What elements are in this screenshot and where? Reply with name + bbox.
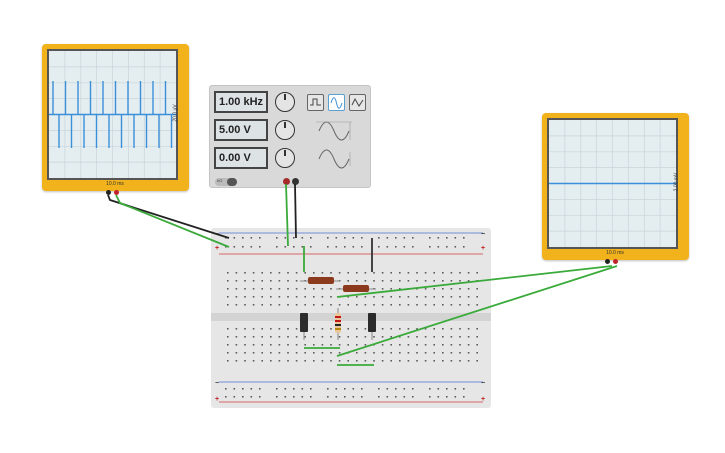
power-switch-label: I/O bbox=[217, 178, 223, 183]
power-switch[interactable]: I/O bbox=[215, 178, 237, 186]
sine-wave-button[interactable] bbox=[328, 94, 345, 111]
function-generator[interactable]: 1.00 kHz 5.00 V 0.00 V I/O bbox=[209, 85, 371, 188]
offset-display[interactable]: 0.00 V bbox=[214, 147, 268, 169]
probe-right-red[interactable] bbox=[613, 259, 618, 264]
triangle-wave-icon bbox=[351, 97, 364, 107]
probe-left-red[interactable] bbox=[114, 190, 119, 195]
resistor-upper[interactable] bbox=[300, 277, 340, 284]
oscilloscope-right-trace bbox=[549, 120, 676, 247]
rail-minus-top-right: − bbox=[481, 231, 486, 238]
offset-diagram-icon bbox=[318, 149, 351, 169]
square-wave-icon bbox=[310, 98, 321, 106]
oscilloscope-right-screen bbox=[547, 118, 678, 249]
triangle-wave-button[interactable] bbox=[349, 94, 366, 111]
oscilloscope-left[interactable]: 10.0 ms 20.0 µV bbox=[42, 44, 189, 191]
sine-wave-icon bbox=[330, 97, 343, 109]
output-terminal-black[interactable] bbox=[292, 178, 299, 185]
wire-scope-left-green bbox=[115, 194, 230, 248]
oscilloscope-right[interactable]: 10.0 ms 2.00 mV bbox=[542, 113, 689, 260]
rail-plus-top-left: + bbox=[215, 245, 220, 252]
frequency-knob[interactable] bbox=[275, 92, 295, 112]
rail-plus-bottom-left: + bbox=[215, 396, 220, 403]
oscilloscope-right-x-label: 10.0 ms bbox=[606, 250, 624, 256]
wire-scope-left-black bbox=[107, 194, 230, 239]
output-terminal-red[interactable] bbox=[283, 178, 290, 185]
amplitude-knob[interactable] bbox=[275, 120, 295, 140]
wire-fg-green bbox=[285, 183, 289, 247]
rail-plus-bottom-right: + bbox=[481, 396, 486, 403]
resistor-lower[interactable] bbox=[336, 285, 376, 292]
wire-scope-right-upper bbox=[336, 265, 613, 298]
capacitor-left[interactable] bbox=[300, 313, 308, 340]
breadboard-holes bbox=[211, 232, 491, 403]
amplitude-diagram-icon bbox=[316, 121, 352, 141]
oscilloscope-left-screen bbox=[47, 49, 178, 180]
square-wave-button[interactable] bbox=[307, 94, 324, 111]
wire-fg-black bbox=[294, 183, 297, 239]
amplitude-display[interactable]: 5.00 V bbox=[214, 119, 268, 141]
capacitor-right[interactable] bbox=[368, 313, 376, 340]
rail-minus-bottom-left: − bbox=[215, 380, 220, 387]
frequency-display[interactable]: 1.00 kHz bbox=[214, 91, 268, 113]
resistor-vertical[interactable] bbox=[335, 308, 341, 340]
rail-plus-top-right: + bbox=[481, 245, 486, 252]
offset-knob[interactable] bbox=[275, 148, 295, 168]
probe-right-black[interactable] bbox=[605, 259, 610, 264]
probe-left-black[interactable] bbox=[106, 190, 111, 195]
oscilloscope-left-x-label: 10.0 ms bbox=[106, 181, 124, 187]
wire-scope-right-lower bbox=[336, 265, 618, 357]
oscilloscope-left-trace bbox=[49, 51, 176, 178]
breadboard[interactable]: − + − + − + − + bbox=[211, 228, 491, 408]
rail-minus-bottom-right: − bbox=[481, 380, 486, 387]
